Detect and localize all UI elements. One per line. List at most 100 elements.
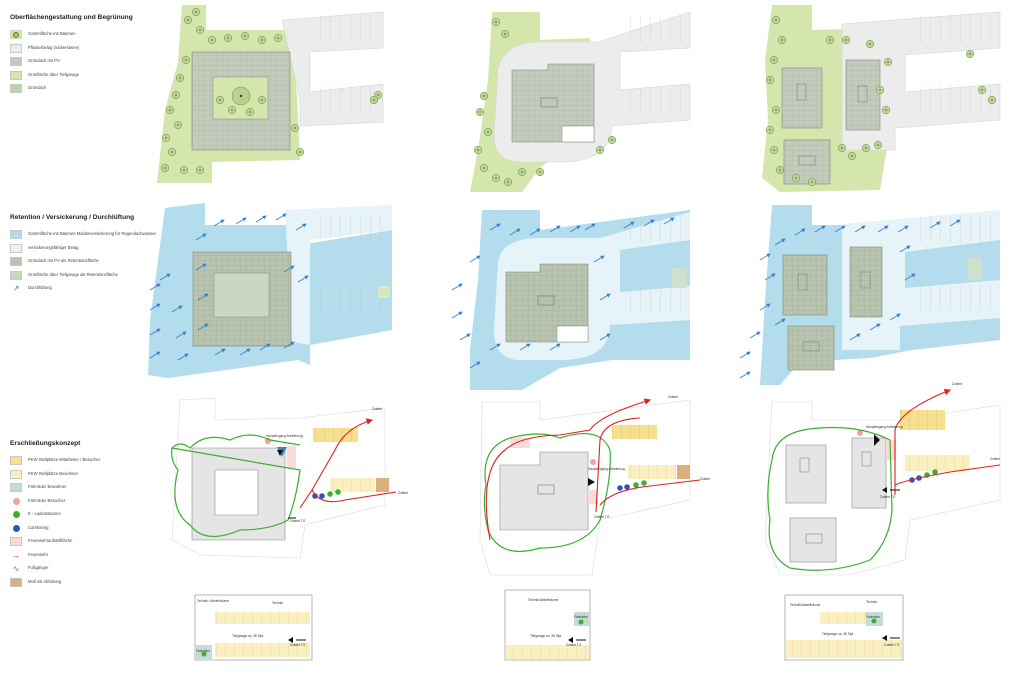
section-title-access: Erschließungskonzept: [10, 440, 81, 447]
tree-trunk-icon: [199, 169, 201, 171]
tree-trunk-icon: [179, 77, 181, 79]
airflow-arrow-icon: [255, 215, 267, 223]
tree-trunk-icon: [483, 95, 485, 97]
tree-trunk-icon: [887, 61, 889, 63]
legend-label: Carsharing: [28, 524, 49, 530]
tree-trunk-icon: [611, 139, 613, 141]
airflow-arrow-icon: [283, 265, 295, 273]
legend-item: →Feuerwehr: [10, 549, 160, 563]
legend-label: PKW Stellplätze Bewohner: [28, 470, 79, 476]
airflow-arrow-icon: [259, 343, 271, 351]
color-swatch-icon: [10, 230, 22, 240]
tree-trunk-icon: [811, 181, 813, 183]
airflow-arrow-icon: [897, 225, 909, 233]
legend-label: Gründach mit PV: [28, 58, 60, 64]
legend-item: Grünfläche über Tiefgarage: [10, 69, 160, 83]
tree-trunk-icon: [477, 149, 479, 151]
legend-label: versickerungsfähiger Belag: [28, 244, 79, 250]
tree-trunk-icon: [885, 109, 887, 111]
tree-trunk-icon: [187, 19, 189, 21]
legend-label: PKW Stellplätze Mitarbeiter / Besucher: [28, 457, 101, 463]
color-swatch-icon: [10, 57, 22, 67]
airflow-arrow-icon: [869, 323, 881, 331]
tiefgarage-label-1: Tiefgarage ca. 38 Stpl.: [232, 634, 264, 638]
haupteingang-label-3: Haupteingang Anlieferung: [866, 425, 903, 429]
legend-item: Fahrräder Bewohner: [10, 481, 160, 495]
zufahrt-tg-label-6: Zufahrt TG: [884, 643, 900, 647]
tree-trunk-icon: [211, 39, 213, 41]
access-plans: Zufahrt Zufahrt Zufahrt TG Haupteingang …: [171, 382, 1001, 661]
airflow-arrow-icon: [814, 225, 826, 233]
legend-item: Carsharing: [10, 522, 160, 536]
airflow-arrow-icon: [239, 348, 251, 356]
color-swatch-icon: [10, 84, 22, 94]
airflow-arrow-icon: [584, 223, 596, 231]
tree-symbols: [160, 7, 997, 187]
zufahrt-tg-label-4: Zufahrt TG: [290, 643, 306, 647]
tree-trunk-icon: [773, 149, 775, 151]
airflow-arrow-icon: [739, 371, 751, 379]
tree-trunk-icon: [495, 21, 497, 23]
underground-plan-variant-1: [194, 594, 313, 661]
airflow-arrow-icon: [275, 213, 287, 221]
tree-trunk-icon: [851, 155, 853, 157]
legend-label: Fahrräder Bewohner: [28, 484, 67, 490]
underground-plan-variant-2: [504, 589, 591, 661]
retention-plans: [148, 203, 1000, 390]
airflow-arrow-icon: [295, 223, 307, 231]
tree-trunk-icon: [775, 19, 777, 21]
tree-trunk-icon: [171, 151, 173, 153]
airflow-arrow-icon: [489, 343, 501, 351]
tree-icon: [10, 30, 22, 40]
tree-trunk-icon: [177, 124, 179, 126]
airflow-arrow-icon: [197, 293, 209, 301]
airflow-arrow-icon: [593, 255, 605, 263]
legend-label: Grünfläche über Tiefgarage als Retention…: [28, 271, 118, 277]
airflow-arrow-icon: [794, 228, 806, 236]
airflow-arrow-icon: [297, 275, 309, 283]
color-swatch-icon: [10, 577, 22, 587]
color-swatch-icon: [10, 270, 22, 280]
tree-trunk-icon: [299, 151, 301, 153]
legend-item: Gartenfläche mit Bäumen Muldenversickeru…: [10, 228, 160, 242]
access-plan-variant-2: [479, 398, 701, 661]
airflow-arrow-icon: [197, 323, 209, 331]
legend-label: Fußgänger: [28, 565, 49, 571]
airflow-arrow-icon: [235, 217, 247, 225]
airflow-arrow-icon: [549, 225, 561, 233]
tree-trunk-icon: [175, 94, 177, 96]
legend-label: Feuerwehraufstellfläche: [28, 538, 73, 544]
tree-trunk-icon: [599, 149, 601, 151]
tree-trunk-icon: [277, 37, 279, 39]
legend-item: Fahrräder Besucher: [10, 495, 160, 509]
tree-trunk-icon: [841, 147, 843, 149]
tree-trunk-icon: [227, 37, 229, 39]
airflow-arrow-icon: [759, 253, 771, 261]
tree-trunk-icon: [504, 33, 506, 35]
airflow-arrow-icon: [663, 217, 675, 225]
tree-trunk-icon: [877, 144, 879, 146]
airflow-arrow-icon: [599, 293, 611, 301]
tree-trunk-icon: [487, 131, 489, 133]
dot-icon: [12, 511, 20, 519]
zufahrt-label-4: Zufahrt: [700, 477, 710, 481]
airflow-arrow-icon: [213, 219, 225, 227]
airflow-arrow-icon: [509, 228, 521, 236]
tree-trunk-icon: [164, 167, 166, 169]
legend-retention: Gartenfläche mit Bäumen Muldenversickeru…: [10, 228, 160, 296]
tree-trunk-icon: [479, 111, 481, 113]
airflow-arrow-icon: [877, 225, 889, 233]
greening-plan-variant-2: [470, 11, 691, 192]
tree-trunk-icon: [879, 89, 881, 91]
airflow-arrow-icon: [749, 331, 761, 339]
section-title-retention: Retention / Versickerung / Durchlüftung: [10, 214, 135, 221]
zufahrt-label-2: Zufahrt: [398, 491, 408, 495]
airflow-arrow-icon: [774, 238, 786, 246]
tree-trunk-icon: [865, 147, 867, 149]
legend-label: Gründach: [28, 85, 47, 91]
color-swatch-icon: [10, 243, 22, 253]
legend-item: Grünfläche über Tiefgarage als Retention…: [10, 269, 160, 283]
tree-trunk-icon: [219, 99, 221, 101]
airflow-arrow-icon: [623, 221, 635, 229]
fahrraeder-label-1: Fahrräder: [196, 649, 211, 653]
